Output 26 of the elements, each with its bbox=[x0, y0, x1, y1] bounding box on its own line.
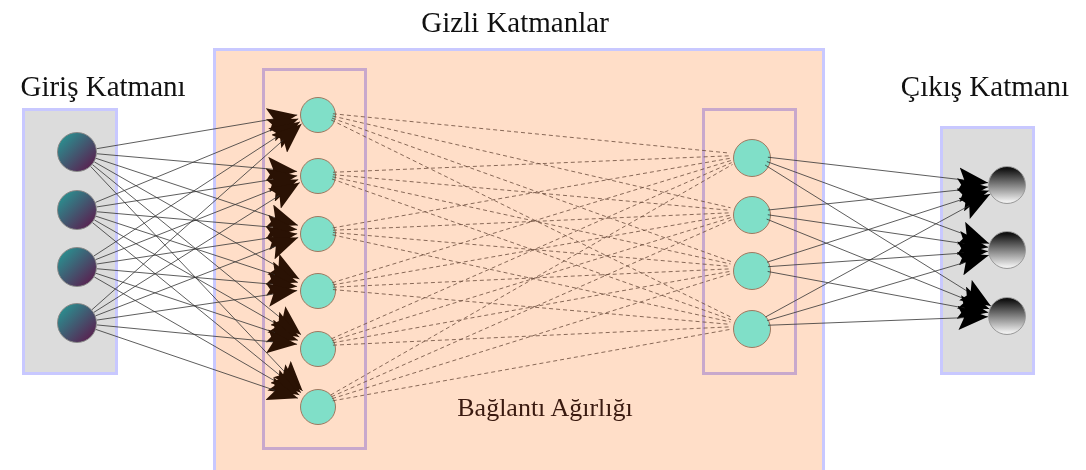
dashed-connection bbox=[331, 217, 732, 342]
dashed-connection bbox=[332, 214, 731, 286]
dashed-connection bbox=[332, 212, 731, 231]
layer-title: Giriş Katmanı bbox=[20, 72, 186, 101]
dashed-connection bbox=[331, 162, 732, 340]
dashed-connection bbox=[331, 178, 732, 321]
dashed-connection bbox=[332, 234, 731, 323]
dashed-connection bbox=[331, 117, 732, 262]
dashed-connection bbox=[331, 219, 732, 398]
group-frame bbox=[262, 68, 367, 450]
dashed-connection bbox=[331, 160, 732, 284]
layer-title: Gizli Katmanlar bbox=[421, 8, 609, 37]
dashed-connection bbox=[332, 155, 731, 173]
group-frame bbox=[702, 108, 797, 375]
dashed-connection bbox=[332, 270, 731, 344]
layer-title: Çıkış Katmanı bbox=[900, 72, 1070, 101]
dashed-connection bbox=[332, 115, 731, 209]
dashed-connection bbox=[332, 268, 731, 288]
dashed-connection bbox=[332, 176, 731, 265]
dashed-connection bbox=[332, 328, 731, 402]
dashed-connection bbox=[330, 119, 733, 318]
dashed-connection bbox=[330, 164, 733, 396]
dashed-connection bbox=[332, 157, 731, 229]
dashed-connection bbox=[332, 326, 731, 346]
weight-label: Bağlantı Ağırlığı bbox=[457, 395, 633, 421]
dashed-connection bbox=[331, 273, 732, 399]
